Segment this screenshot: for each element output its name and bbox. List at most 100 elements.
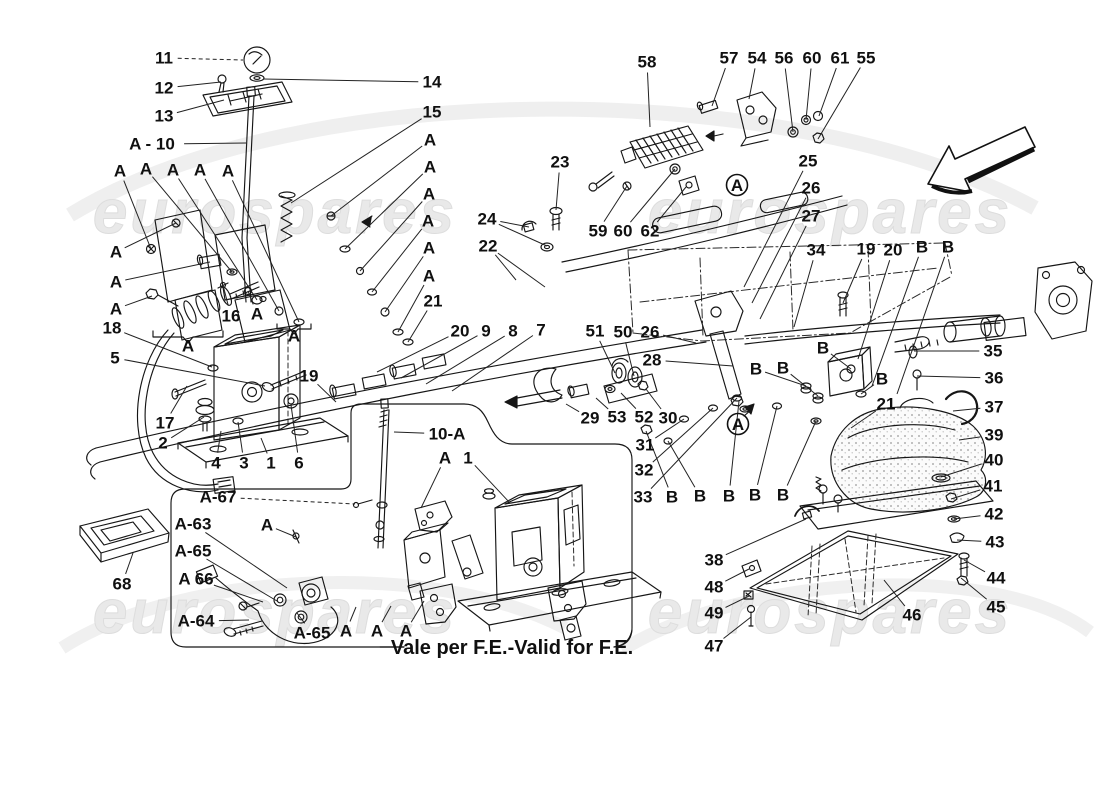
callout-label: 18	[103, 319, 122, 338]
leader-line	[851, 411, 876, 428]
leader-line	[394, 432, 424, 433]
callout-label: 49	[705, 604, 724, 623]
callout-label: 31	[636, 436, 655, 455]
leader-line	[276, 529, 296, 537]
watermark-text: eurospares	[648, 178, 1012, 247]
leader-line	[787, 421, 816, 486]
leader-line	[345, 174, 423, 249]
leader-line	[648, 73, 651, 128]
callout-label: B	[750, 360, 762, 379]
callout-label: 15	[423, 103, 442, 122]
callout-label: A	[423, 185, 435, 204]
leader-line	[382, 606, 391, 622]
leader-line	[556, 173, 559, 211]
leader-line	[726, 519, 806, 555]
leader-line	[861, 385, 874, 394]
callout-label: 36	[985, 369, 1004, 388]
callout-label: A	[340, 622, 352, 641]
leader-line	[621, 393, 636, 409]
leader-line	[959, 437, 981, 440]
diagram-line-art	[80, 47, 1092, 643]
callout-label: 59	[589, 222, 608, 241]
leader-line	[218, 431, 221, 453]
leader-line	[630, 169, 675, 222]
leader-line	[401, 336, 478, 378]
leader-line	[214, 585, 263, 602]
callout-label: 60	[614, 222, 633, 241]
leader-line	[171, 417, 204, 438]
callout-label: B	[916, 238, 928, 257]
callout-label: A	[114, 162, 126, 181]
leader-line	[843, 259, 862, 303]
leader-line	[124, 360, 265, 386]
leader-line	[205, 532, 287, 588]
leader-line	[171, 386, 187, 414]
leader-line	[207, 559, 278, 601]
leader-line	[178, 82, 221, 87]
leader-line	[297, 613, 305, 623]
leader-line	[765, 372, 806, 386]
callout-label: A	[167, 161, 179, 180]
callout-label: 1	[463, 449, 472, 468]
leader-line	[725, 569, 749, 581]
direction-arrow	[928, 127, 1035, 193]
leader-line	[475, 465, 510, 503]
callout-label: A-63	[175, 515, 212, 534]
callout-label: 60	[803, 49, 822, 68]
leader-line	[179, 179, 258, 301]
callout-label: A	[110, 300, 122, 319]
shift-knob-and-lever	[203, 47, 295, 302]
callout-label: 56	[775, 49, 794, 68]
callout-label: B	[777, 486, 789, 505]
callout-label: 41	[984, 477, 1003, 496]
leader-line	[651, 398, 737, 489]
callout-label: 23	[551, 153, 570, 172]
leader-line	[184, 143, 246, 144]
leader-line	[666, 361, 733, 366]
leader-line	[724, 617, 752, 639]
callout-label: 5	[110, 349, 119, 368]
callout-label: A	[194, 161, 206, 180]
callout-label: 3	[239, 454, 248, 473]
callout-label: A	[222, 162, 234, 181]
cable-boot-and-connector	[137, 282, 306, 493]
callout-label: A	[371, 622, 383, 641]
leader-line	[261, 438, 267, 453]
leader-line	[954, 516, 981, 519]
callout-label: A	[110, 273, 122, 292]
leader-line	[426, 336, 505, 384]
leader-line	[241, 498, 355, 504]
watermark-text: eurospares	[93, 178, 457, 247]
watermark-text: eurospares	[648, 578, 1012, 647]
callout-label: A	[261, 516, 273, 535]
leader-line	[957, 540, 981, 541]
leader-line	[626, 342, 634, 376]
leader-line	[125, 296, 152, 306]
leader-line	[961, 578, 987, 599]
callout-label: 37	[985, 398, 1004, 417]
leader-line	[125, 262, 210, 280]
callout-label: A-64	[178, 612, 215, 631]
callout-label: 55	[857, 49, 876, 68]
leader-line	[596, 398, 608, 409]
callout-label: 47	[705, 637, 724, 656]
leader-line	[897, 257, 945, 394]
callout-label: 61	[831, 49, 850, 68]
leader-line	[858, 260, 890, 359]
callout-label: B	[666, 488, 678, 507]
leader-line	[152, 177, 232, 272]
leader-line	[377, 337, 449, 372]
callout-label: 22	[479, 237, 498, 256]
callout-label: 34	[807, 241, 826, 260]
leader-line	[884, 580, 905, 606]
leader-line	[604, 186, 627, 222]
callout-label: 21	[877, 395, 896, 414]
callout-label: A-65	[175, 542, 212, 561]
leader-line	[655, 419, 684, 438]
callout-label: 6	[294, 454, 303, 473]
gearbox-console-box	[178, 325, 348, 468]
callout-label: 10-A	[429, 425, 466, 444]
leader-line	[951, 490, 980, 499]
callout-label: 53	[608, 408, 627, 427]
